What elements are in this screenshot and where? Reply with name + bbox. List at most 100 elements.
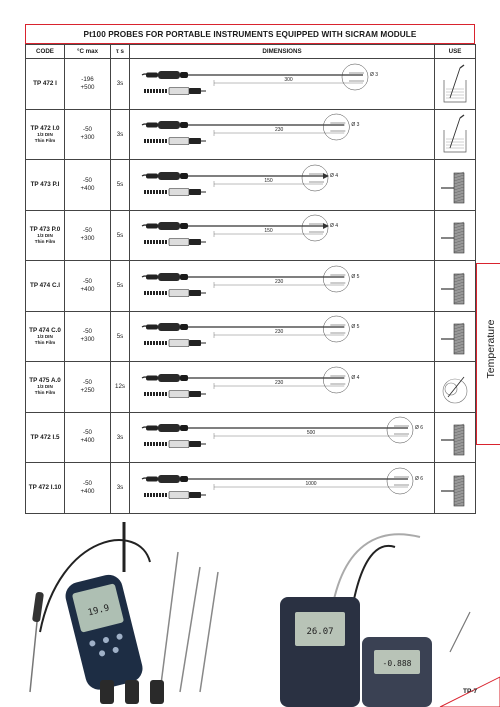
probe-diameter: Ø 3 (351, 122, 359, 128)
cell-use (434, 361, 476, 413)
probe-subtitle: Thin Film (34, 339, 56, 345)
probe-handle (146, 272, 188, 281)
range-max: +250 (80, 386, 95, 394)
probe-code: TP 472 I (33, 80, 57, 88)
range-min: -50 (83, 176, 92, 184)
probe-handle (146, 121, 188, 130)
probe-length: 300 (284, 77, 293, 83)
probe-drawing: 230 Ø 5 (141, 316, 360, 348)
probe-code: TP 472 I.5 (30, 433, 60, 441)
probe-length: 150 (264, 228, 273, 234)
range-min: -50 (83, 429, 92, 437)
probe-code: TP 474 C.0 (29, 326, 61, 334)
range-min: -50 (83, 328, 92, 336)
probe-length: 230 (275, 380, 284, 386)
product-photos: 19.9 26.07 -0.888 (29, 522, 500, 707)
range-max: +400 (80, 285, 95, 293)
sicram-module (144, 288, 206, 297)
cell-range: -50+400 (64, 260, 111, 312)
liquid-use-icon (443, 64, 467, 103)
penetration-use-icon (441, 222, 465, 254)
probe-subtitle: 1/3 DIN (37, 131, 53, 137)
probe-handle (146, 323, 188, 332)
probe-subtitle: Thin Film (34, 390, 56, 396)
range-max: +300 (80, 235, 95, 243)
probe-subtitle: 1/3 DIN (37, 232, 53, 238)
probe-diameter: Ø 6 (415, 425, 423, 431)
cell-use (434, 58, 476, 110)
table-header-row: CODE °C max τ s DIMENSIONS USE (25, 44, 476, 59)
probe-subtitle: Thin Film (34, 137, 56, 143)
cell-code: TP 473 P.I (25, 159, 65, 211)
cell-code: TP 474 C.I (25, 260, 65, 312)
right-meter-display-1: 26.07 (306, 627, 333, 637)
cell-tau: 3s (110, 462, 130, 514)
probe-diameter: Ø 3 (370, 72, 378, 78)
liquid-use-icon (443, 114, 467, 153)
probe-drawing: 230 Ø 4 (141, 366, 360, 398)
cell-range: -50+300 (64, 108, 111, 160)
probe-diameter: Ø 5 (351, 324, 359, 330)
probe-drawing: 150 Ø 4 (141, 215, 338, 247)
section-tab (476, 263, 500, 445)
cell-tau: 3s (110, 411, 130, 463)
probe-length: 1000 (305, 481, 316, 487)
probe-subtitle: 1/3 DIN (37, 384, 53, 390)
col-header-dimensions: DIMENSIONS (129, 44, 435, 59)
cell-range: -50+300 (64, 209, 111, 261)
cell-tau: 5s (110, 260, 130, 312)
probe-drawing: 500 Ø 6 (141, 417, 423, 449)
probe-code: TP 473 P.I (30, 181, 60, 189)
cell-use (434, 108, 476, 160)
section-title: Pt100 PROBES FOR PORTABLE INSTRUMENTS EQ… (25, 24, 475, 44)
probe-length: 500 (307, 430, 316, 436)
range-min: -50 (83, 126, 92, 134)
probe-subtitle: 1/3 DIN (37, 333, 53, 339)
cell-tau: 12s (110, 361, 130, 413)
cell-range: -50+400 (64, 411, 111, 463)
probe-handle (146, 222, 188, 231)
cell-tau: 5s (110, 209, 130, 261)
meter-photo-left: 19.9 (29, 522, 219, 704)
col-header-tau: τ s (110, 44, 130, 59)
cell-use (434, 462, 476, 514)
probe-handle (146, 424, 188, 433)
probe-code: TP 472 I.0 (30, 124, 60, 132)
section-tab-label: Temperature (485, 319, 497, 379)
range-min: -50 (83, 378, 92, 386)
probe-diameter: Ø 5 (351, 274, 359, 280)
probe-code: TP 475 A.0 (29, 377, 61, 385)
contact-use-icon (441, 323, 465, 355)
cell-range: -196+500 (64, 58, 111, 110)
cell-use (434, 411, 476, 463)
sicram-module (144, 339, 206, 348)
sicram-module (144, 137, 206, 146)
sicram-module (144, 389, 206, 398)
cell-tau: 5s (110, 310, 130, 362)
cell-code: TP 472 I.10 (25, 462, 65, 514)
range-min: -50 (83, 479, 92, 487)
cell-dimensions: 500 Ø 6 (129, 411, 435, 463)
sicram-module (144, 440, 206, 449)
probe-length: 230 (275, 329, 284, 335)
probe-diameter: Ø 4 (330, 223, 338, 229)
range-max: +400 (80, 184, 95, 192)
cell-range: -50+300 (64, 310, 111, 362)
cell-range: -50+400 (64, 462, 111, 514)
range-min: -196 (81, 75, 94, 83)
probe-diameter: Ø 4 (351, 375, 359, 381)
